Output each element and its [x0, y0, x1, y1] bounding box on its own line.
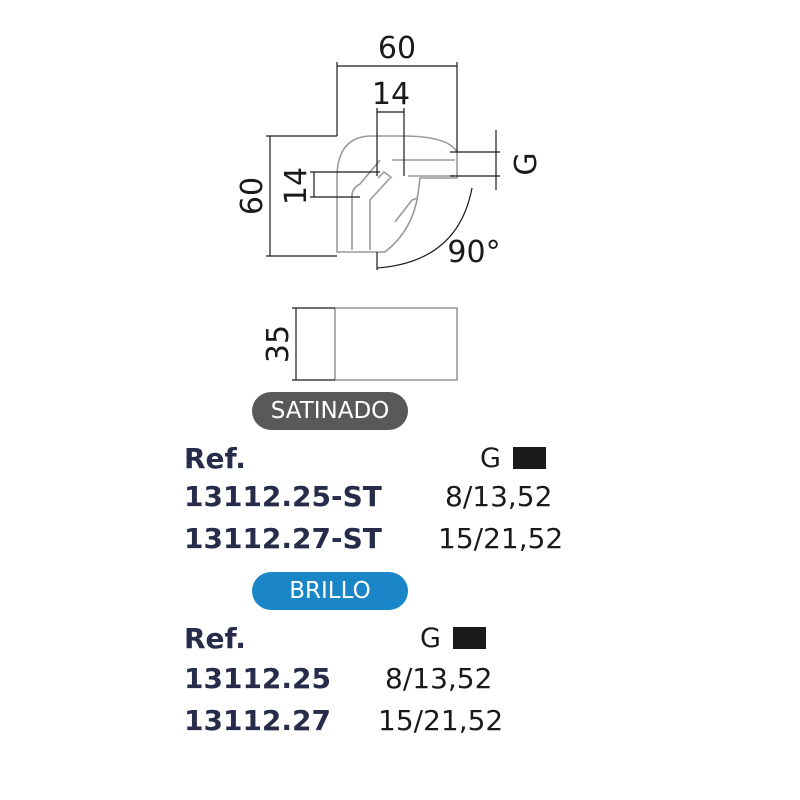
slot-line-vertical-left — [351, 159, 381, 250]
glass-label: G — [509, 152, 544, 175]
brillo-g-header: G — [420, 622, 486, 656]
inner-width-label: 14 — [372, 77, 410, 112]
slot-line-vertical-right — [369, 177, 391, 250]
brillo-g-label: G — [420, 623, 441, 654]
brillo-ref-label: Ref. — [184, 622, 246, 655]
satinado-ref-label: Ref. — [184, 442, 246, 475]
brillo-badge: BRILLO — [252, 572, 408, 610]
top-width-label: 60 — [378, 31, 416, 66]
part-outline — [336, 135, 458, 253]
satinado-g-value-2: 15/21,52 — [438, 522, 564, 555]
inner-height-label: 14 — [279, 167, 314, 205]
angle-label: 90° — [447, 235, 500, 270]
satinado-g-label: G — [480, 443, 501, 474]
slot-line-diagonal — [394, 197, 419, 223]
satinado-g-value-1: 8/13,52 — [445, 480, 553, 513]
glass-thickness-icon — [452, 627, 486, 649]
satinado-ref-code-1: 13112.25-ST — [184, 480, 382, 513]
satinado-g-header: G — [480, 442, 546, 476]
brillo-g-value-2: 15/21,52 — [378, 704, 504, 737]
side-view-outline — [334, 307, 458, 381]
side-view: 35 — [261, 307, 458, 381]
brillo-ref-code-2: 13112.27 — [184, 704, 332, 737]
top-height-label: 60 — [235, 177, 270, 215]
satinado-badge: SATINADO — [252, 392, 408, 430]
dimension-lines — [266, 62, 500, 270]
glass-thickness-icon — [512, 447, 546, 469]
brillo-ref-code-1: 13112.25 — [184, 662, 332, 695]
top-view — [336, 135, 458, 253]
brillo-g-value-1: 8/13,52 — [385, 662, 493, 695]
satinado-ref-code-2: 13112.27-ST — [184, 522, 382, 555]
side-height-label: 35 — [261, 325, 296, 363]
inner-corner — [377, 170, 393, 179]
technical-drawing: 60 14 60 14 G 90° 35 — [235, 31, 544, 381]
